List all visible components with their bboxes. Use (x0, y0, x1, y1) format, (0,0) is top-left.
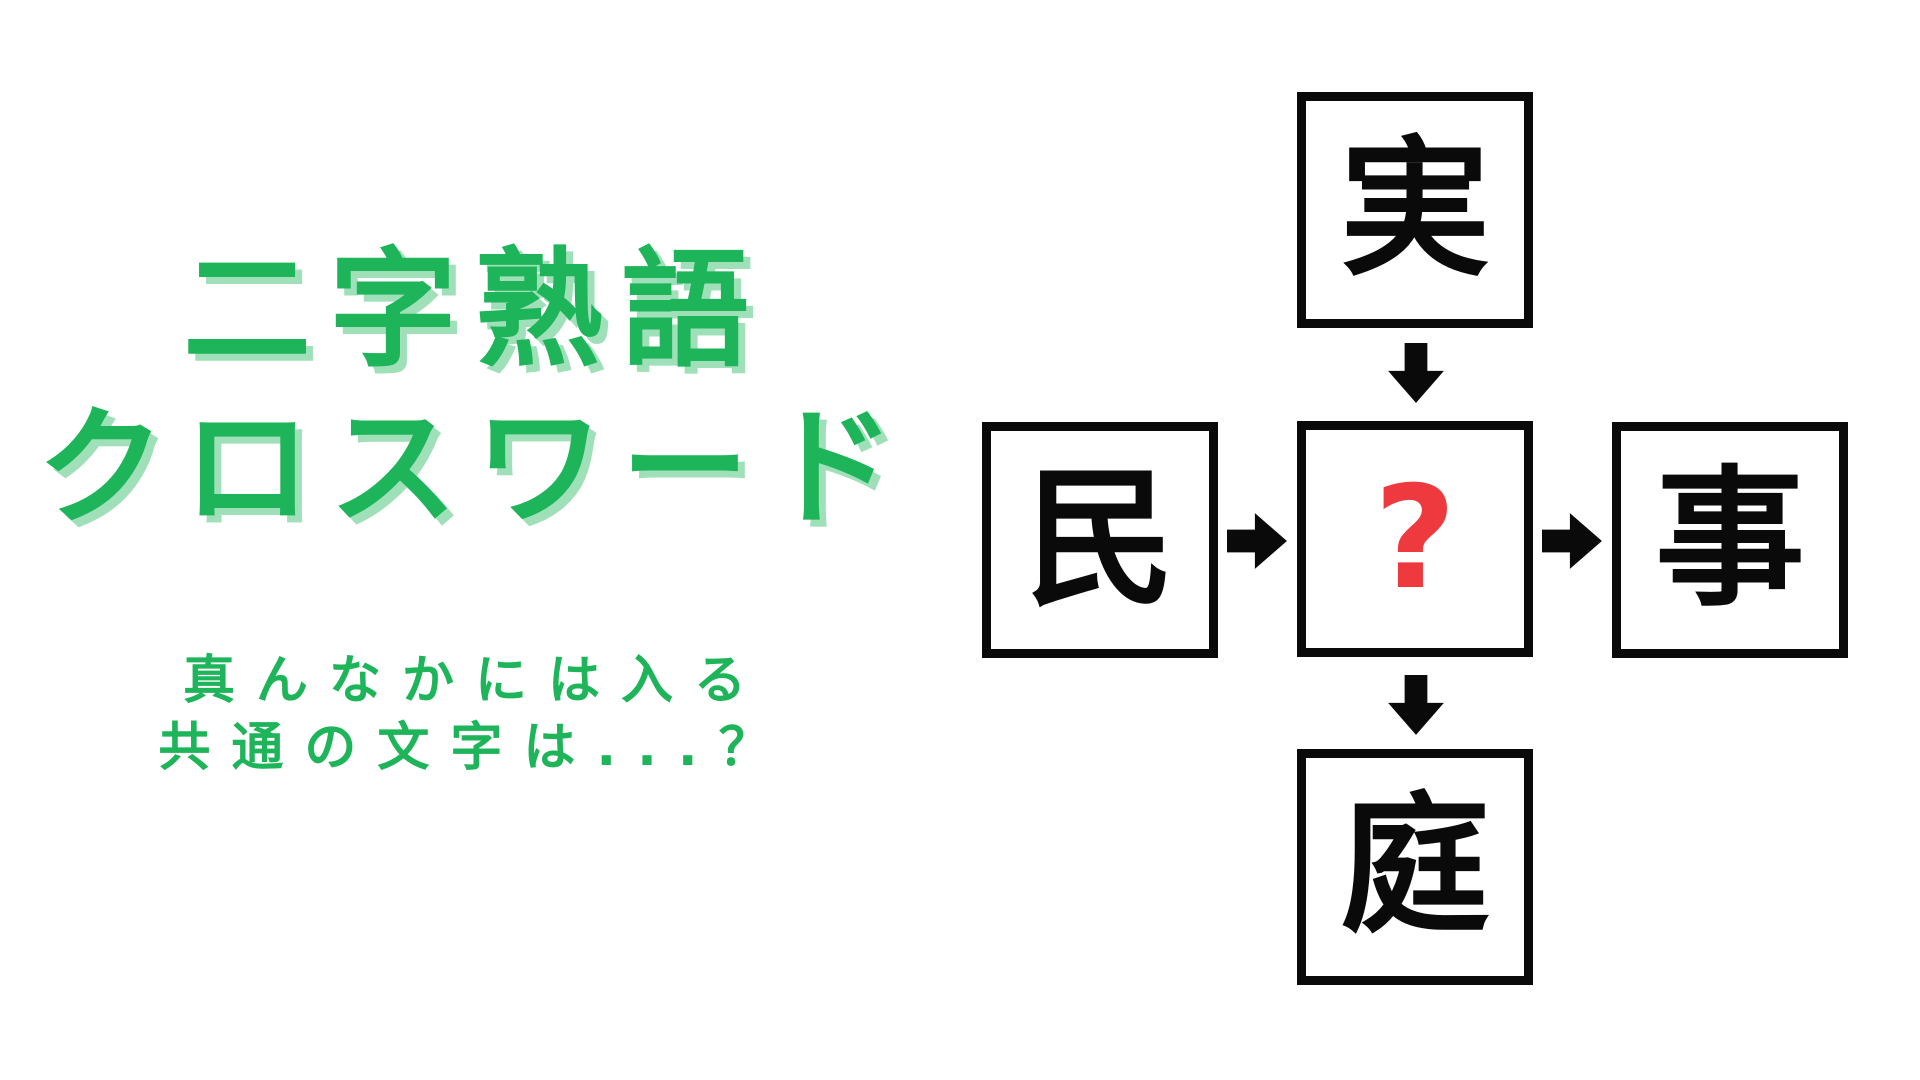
arrow-down-icon (1385, 343, 1447, 405)
arrow-down-icon (1385, 675, 1447, 737)
puzzle-cell-right: 事 (1612, 422, 1848, 658)
kanji-top: 実 (1339, 123, 1490, 297)
arrow-right-icon (1227, 510, 1289, 572)
puzzle-cell-left: 民 (982, 422, 1218, 658)
page-subtitle: 真んなかには入る 共通の文字は...？ (0, 648, 950, 782)
title-line-1: 二字熟語 (182, 236, 767, 385)
puzzle-cell-center: ? (1297, 421, 1533, 657)
puzzle-cell-top: 実 (1297, 92, 1533, 328)
kanji-bottom: 庭 (1339, 780, 1490, 954)
kanji-left: 民 (1024, 453, 1175, 627)
puzzle-cell-bottom: 庭 (1297, 749, 1533, 985)
arrow-right-icon (1542, 510, 1604, 572)
title-line-2: クロスワード (36, 394, 913, 543)
subtitle-line-1: 真んなかには入る (182, 651, 767, 711)
question-mark: ? (1373, 456, 1457, 621)
page-title: 二字熟語 クロスワード (0, 232, 950, 548)
kanji-right: 事 (1654, 453, 1805, 627)
subtitle-line-2: 共通の文字は...？ (158, 718, 792, 778)
